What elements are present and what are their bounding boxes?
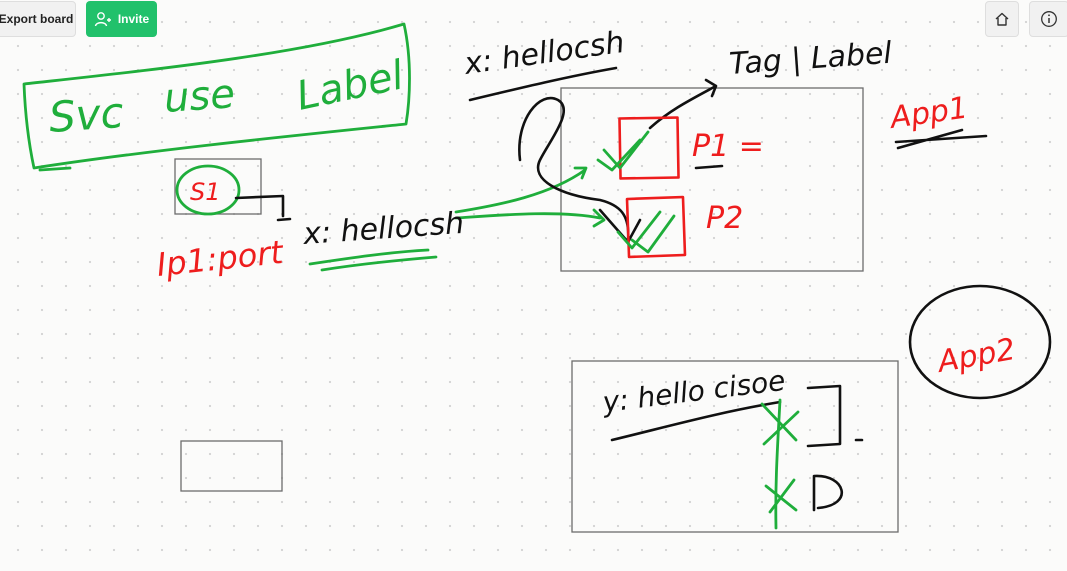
svc-title-outline[interactable] xyxy=(22,22,411,172)
x-hellocsh-top[interactable]: x: hellocsh xyxy=(461,25,626,82)
x-hellocsh-left[interactable]: x: hellocsh xyxy=(301,206,465,252)
top-label-underline[interactable] xyxy=(468,66,618,102)
app2-circle[interactable] xyxy=(908,284,1052,400)
label-word[interactable]: Label xyxy=(293,52,408,119)
y-label-underline[interactable] xyxy=(610,400,782,442)
invite-label: Invite xyxy=(117,12,150,26)
p1-container[interactable] xyxy=(618,116,680,180)
s1-circle[interactable] xyxy=(175,164,241,216)
p1-check[interactable] xyxy=(596,130,650,172)
info-button[interactable] xyxy=(1029,1,1067,37)
ip-port-text[interactable]: Ip1:port xyxy=(155,233,286,284)
green-arrow-to-p2[interactable] xyxy=(454,208,606,228)
app2-pod-frame[interactable] xyxy=(571,360,899,533)
green-arrow-to-p1[interactable] xyxy=(454,166,588,214)
s1-text[interactable]: S1 xyxy=(190,178,221,206)
left-label-underline[interactable] xyxy=(308,248,438,272)
app2-container-2[interactable] xyxy=(812,474,844,512)
app1-underline[interactable] xyxy=(894,128,988,150)
empty-frame[interactable] xyxy=(180,440,283,492)
info-icon xyxy=(1040,10,1058,28)
p1-text[interactable]: P1 = xyxy=(692,129,764,164)
export-board-label: Export board xyxy=(0,12,74,26)
home-icon xyxy=(994,11,1010,27)
p1-underline[interactable] xyxy=(694,164,724,170)
s1-connector[interactable] xyxy=(234,194,292,222)
tag-label-text[interactable]: Tag | Label xyxy=(728,36,893,82)
app2-green-x-2[interactable] xyxy=(764,478,798,514)
app2-green-stroke[interactable] xyxy=(774,398,782,530)
invite-button[interactable]: Invite xyxy=(86,1,157,37)
home-button[interactable] xyxy=(985,1,1019,37)
p2-check[interactable] xyxy=(616,210,676,254)
svc-label[interactable]: Svc xyxy=(47,88,125,142)
app1-text[interactable]: App1 xyxy=(886,90,970,136)
black-arrow-to-tag[interactable] xyxy=(648,78,718,130)
y-hellocisoe-text[interactable]: y: hello cisoe xyxy=(600,364,787,419)
p2-text[interactable]: P2 xyxy=(706,201,743,236)
app2-container-1[interactable] xyxy=(806,384,864,448)
p2-container[interactable] xyxy=(625,195,687,259)
add-user-icon xyxy=(94,11,112,27)
use-label[interactable]: use xyxy=(162,71,236,122)
export-board-button[interactable]: Export board xyxy=(0,1,76,37)
app2-text[interactable]: App2 xyxy=(933,332,1018,380)
